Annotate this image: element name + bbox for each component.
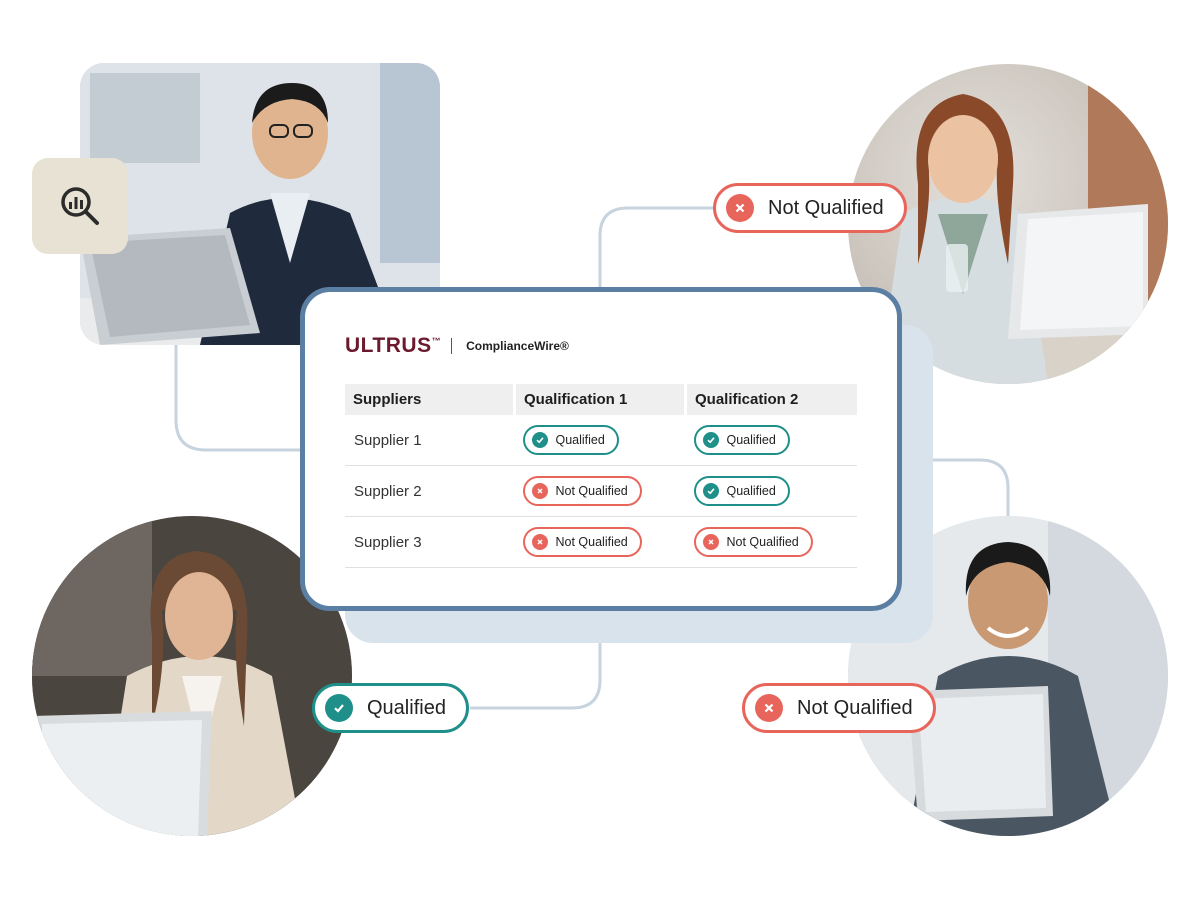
status-badge-qualified: Qualified: [522, 425, 619, 455]
column-header-qualification-1: Qualification 1: [514, 384, 687, 415]
table-row: Supplier 3 Not Qualified Not Qualified: [345, 516, 857, 568]
callout-qualified-bottom-left: Qualified: [312, 683, 469, 733]
table-row: Supplier 2 Not Qualified Qualified: [345, 465, 857, 517]
check-icon: [702, 483, 719, 499]
brand-divider: [451, 338, 453, 354]
supplier-name: Supplier 2: [345, 465, 515, 517]
supplier-name: Supplier 3: [345, 516, 515, 568]
column-header-qualification-2: Qualification 2: [685, 384, 857, 415]
x-icon: [531, 534, 548, 550]
brand-header: ULTRUS™ ComplianceWire®: [345, 334, 569, 358]
ultrus-logo: ULTRUS™: [345, 334, 442, 357]
woman-in-blazer-illustration: [32, 516, 352, 836]
column-header-suppliers: Suppliers: [345, 384, 516, 415]
table-header-row: Suppliers Qualification 1 Qualification …: [345, 384, 857, 415]
callout-not-qualified-bottom-right: Not Qualified: [742, 683, 936, 733]
photo-woman-laptop-bottom-left: [32, 516, 352, 836]
product-name: ComplianceWire®: [466, 339, 569, 353]
analytics-search-icon: [61, 187, 99, 225]
status-badge-qualified: Qualified: [693, 476, 790, 506]
search-tile: [32, 158, 128, 254]
callout-not-qualified-top-right: Not Qualified: [713, 183, 907, 233]
status-badge-not-qualified: Not Qualified: [522, 476, 642, 506]
young-man-with-laptop-illustration: [848, 516, 1168, 836]
check-icon: [325, 694, 353, 722]
status-badge-qualified: Qualified: [693, 425, 790, 455]
x-icon: [726, 194, 754, 222]
photo-man-laptop-bottom-right: [848, 516, 1168, 836]
table-row: Supplier 1 Qualified Qualified: [345, 415, 857, 466]
check-icon: [702, 432, 719, 448]
x-icon: [531, 483, 548, 499]
supplier-name: Supplier 1: [345, 415, 515, 466]
status-badge-not-qualified: Not Qualified: [693, 527, 813, 557]
supplier-qualification-card: ULTRUS™ ComplianceWire® Suppliers Qualif…: [300, 287, 902, 611]
check-icon: [531, 432, 548, 448]
x-icon: [702, 534, 719, 550]
status-badge-not-qualified: Not Qualified: [522, 527, 642, 557]
x-icon: [755, 694, 783, 722]
supplier-table: Suppliers Qualification 1 Qualification …: [345, 384, 857, 568]
